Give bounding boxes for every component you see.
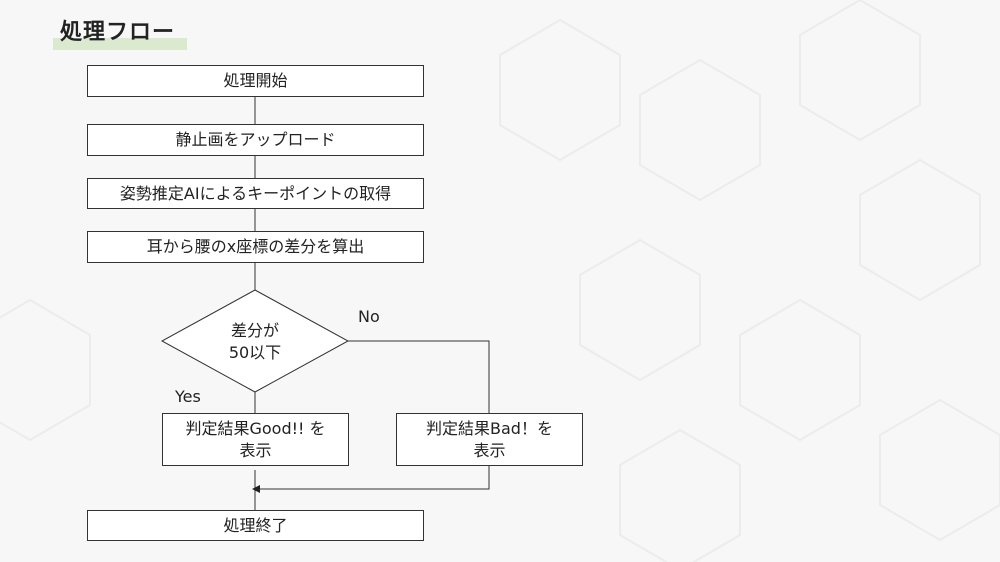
decision-line2: 50以下: [228, 343, 282, 362]
arrowhead-icon: [252, 485, 260, 493]
connector-no: [348, 340, 490, 413]
step-keypoints: 姿勢推定AIによるキーポイントの取得: [87, 178, 424, 209]
connector-merge: [258, 465, 490, 490]
step-diff: 耳から腰のx座標の差分を算出: [87, 231, 424, 263]
decision-line1: 差分が: [230, 321, 279, 340]
step-good: 判定結果Good!! を 表示: [162, 413, 349, 466]
no-label: No: [358, 307, 380, 326]
good-line1: 判定結果Good!! を: [185, 418, 326, 438]
step-end: 処理終了: [87, 510, 424, 541]
bad-line2: 表示: [473, 440, 506, 460]
bad-line1: 判定結果Bad！を: [426, 418, 553, 438]
good-line2: 表示: [239, 440, 272, 460]
step-upload: 静止画をアップロード: [87, 124, 424, 156]
decision-text: 差分が 50以下: [205, 320, 305, 364]
step-bad: 判定結果Bad！を 表示: [396, 413, 583, 466]
step-start: 処理開始: [87, 65, 424, 97]
title-highlight: [53, 38, 187, 50]
page-title: 処理フロー: [60, 20, 176, 45]
yes-label: Yes: [175, 387, 201, 406]
